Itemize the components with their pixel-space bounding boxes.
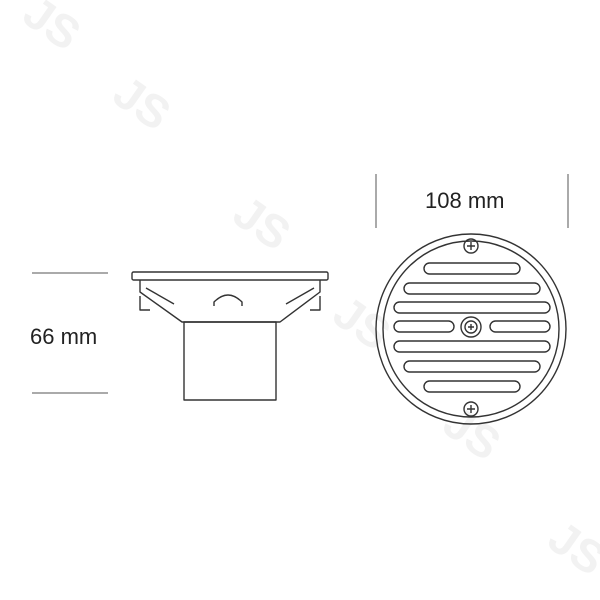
slot bbox=[393, 340, 551, 353]
watermark-stamp: JS bbox=[434, 396, 510, 471]
width-dimension bbox=[375, 174, 569, 228]
svg-text:JS: JS bbox=[104, 66, 180, 141]
side-view bbox=[131, 271, 329, 401]
screw-bottom bbox=[463, 401, 479, 417]
screw-top bbox=[463, 238, 479, 254]
svg-text:JS: JS bbox=[434, 396, 510, 471]
side-inner-line bbox=[145, 287, 315, 305]
watermark-stamp: JS bbox=[539, 511, 600, 586]
slot bbox=[393, 301, 551, 314]
svg-text:JS: JS bbox=[14, 0, 90, 60]
side-outlet-pipe bbox=[183, 321, 277, 401]
slot bbox=[403, 282, 541, 295]
screw-center bbox=[460, 316, 482, 338]
svg-text:JS: JS bbox=[224, 186, 300, 261]
side-flange bbox=[131, 271, 329, 281]
height-dimension-label: 66 mm bbox=[30, 324, 98, 349]
side-taper-body bbox=[139, 280, 321, 323]
outer-rim bbox=[375, 233, 567, 425]
slot bbox=[423, 380, 521, 393]
watermark-stamp: JS bbox=[224, 186, 300, 261]
width-dimension-label: 108 mm bbox=[425, 188, 505, 213]
watermark-stamp: JS bbox=[104, 66, 180, 141]
watermark-layer: JS JS JS JS JS JS bbox=[14, 0, 600, 585]
top-view bbox=[375, 233, 567, 425]
slot bbox=[489, 320, 551, 333]
side-ear-left bbox=[139, 296, 150, 311]
slot bbox=[403, 360, 541, 373]
watermark-stamp: JS bbox=[14, 0, 90, 60]
inner-rim bbox=[382, 240, 560, 418]
slot bbox=[423, 262, 521, 275]
slot bbox=[393, 320, 455, 333]
height-dimension bbox=[32, 272, 108, 394]
svg-text:JS: JS bbox=[539, 511, 600, 586]
side-ear-right bbox=[310, 296, 321, 311]
side-center-cap bbox=[213, 294, 243, 306]
